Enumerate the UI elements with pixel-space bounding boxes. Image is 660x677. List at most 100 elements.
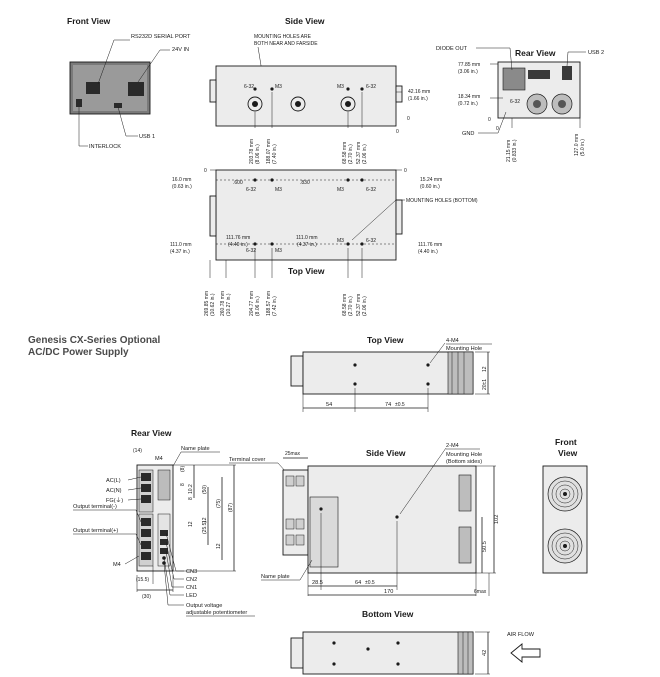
s2-rear-acl-label: AC(L) <box>106 478 121 484</box>
s1-top-dim-l3-in: (8.06 in.) <box>255 296 261 316</box>
s1-rear-usb2-port <box>562 66 572 80</box>
s1-usb2-label: USB 2 <box>588 50 604 56</box>
s2-side-terminal-3 <box>285 518 295 530</box>
s2-rear-cn1-label: CN1 <box>186 585 197 591</box>
s1-top-view: 0 0 16.0 mm (0.63 in.) 15.24 mm (0.60 in… <box>170 168 478 316</box>
s2-rear-m4-bottom: M4 <box>113 562 121 568</box>
s1-top-body <box>215 169 397 261</box>
s1-gnd-label: GND <box>462 131 474 137</box>
s1-interlock-label: INTERLOCK <box>89 144 121 150</box>
s2-rear-out-minus-1 <box>141 518 151 526</box>
s2-rear-vdim-3: (50) <box>202 485 208 494</box>
s1-top-m3-u1: M3 <box>275 187 282 193</box>
s2-rear-vdim-10: 12 <box>216 543 222 549</box>
s2-rear-vdim-6: (87) <box>228 503 234 512</box>
air-flow-arrow-icon <box>510 643 541 663</box>
s2-side-dim-64-tol: ±0.5 <box>365 580 375 586</box>
s1-mount-note-2: BOTH NEAR AND FARSIDE <box>254 41 318 47</box>
s2-front-fan-1-ring-3 <box>559 488 571 500</box>
s1-top-inner2-in: (4.37 in.) <box>297 242 317 248</box>
s1-side-port-3-core <box>345 101 351 107</box>
s1-side-port-2-core <box>295 101 301 107</box>
s2-rear-out-minus-leader <box>135 509 142 523</box>
s1-top-dim-r2-in: (2.06 in.) <box>362 296 368 316</box>
s1-side-zero-right: 0 <box>407 116 410 122</box>
s1-rear-dimb2-mm: 127.0 mm <box>574 134 580 156</box>
s1-side-rear-lip <box>395 85 403 103</box>
s2-rear-vdim-8: 12 <box>188 521 194 527</box>
s1-side-hole-1 <box>253 87 257 91</box>
s1-top-upper-hole-3 <box>346 178 350 182</box>
s1-top-m3-u2: M3 <box>337 187 344 193</box>
s1-rear-diode-leader <box>476 47 513 71</box>
s2-side-view: Side View Terminal cover 25max 2-M4 Moun… <box>229 443 500 596</box>
s1-rear-zero-left: 0 <box>488 117 491 123</box>
s2-top-mounting-label: Mounting Hole <box>446 346 482 352</box>
s1-rs232-label: RS232D SERIAL PORT <box>131 34 191 40</box>
s1-side-front-lip <box>209 79 217 103</box>
s1-side-screw-1: 6-32 <box>244 84 254 90</box>
s2-rear-title: Rear View <box>131 428 172 438</box>
s1-top-dim-l2-mm: 260.78 mm <box>220 291 226 316</box>
s2-side-dim-50-5: 50.5 <box>482 541 488 552</box>
s2-rear-cn3 <box>160 530 168 536</box>
s1-rear-gnd-leader <box>478 111 507 134</box>
s1-side-dim-r1-in: (2.70 in.) <box>348 144 354 164</box>
s1-power-connector <box>128 82 144 96</box>
s2-side-mounting-label: Mounting Hole <box>446 452 482 458</box>
s2-rear-led-leader <box>163 557 184 596</box>
s1-top-rt-mm: 15.24 mm <box>420 177 442 183</box>
s2-top-dim-20: 20±1 <box>482 379 488 390</box>
s2-side-dim-28-5: 28.5 <box>312 580 323 586</box>
s1-side-dim-l1-in: (8.06 in.) <box>255 144 261 164</box>
s1-24v-label: 24V IN <box>172 47 189 53</box>
s2-rear-dim-14: (14) <box>133 448 142 454</box>
s1-rear-screw: 6-32 <box>510 99 520 105</box>
s2-side-dim-6max: 6max <box>474 589 487 595</box>
s1-top-inner1-in: (4.40 in.) <box>228 242 248 248</box>
s1-side-title: Side View <box>285 16 325 26</box>
s2-rear-m4-top: M4 <box>155 456 163 462</box>
s2-rear-cn1-leader <box>165 550 184 588</box>
s2-front-title-1: Front <box>555 437 577 447</box>
s2-front-fan-2-ring-1 <box>551 532 579 560</box>
s1-rear-diode-block <box>502 67 526 91</box>
s1-side-dim-r2-mm: 52.37 mm <box>356 142 362 164</box>
s2-rear-out-plus-1 <box>141 541 151 549</box>
s1-top-dim-l1-mm: 269.85 mm <box>204 291 210 316</box>
s1-top-m3-l1: M3 <box>275 248 282 254</box>
s2-bottom-body <box>302 631 474 675</box>
s2-side-terminal-cover-label: Terminal cover <box>229 457 266 463</box>
s2-rear-vdim-1: 8 <box>180 483 186 486</box>
s2-front-fan-2-hub <box>563 544 567 548</box>
s2-front-fan-1-hub <box>563 492 567 496</box>
s1-top-dim-l1-in: (10.62 in.) <box>210 293 216 316</box>
s2-top-hole-2 <box>353 382 357 386</box>
s2-rear-view: Rear View (14) M4 Name plate AC(L) AC(N)… <box>73 428 255 617</box>
s1-rear-zero-bottom: 0 <box>496 126 499 132</box>
s1-top-upper-hole-1 <box>253 178 257 182</box>
s1-top-zero-left: 0 <box>204 168 207 174</box>
s1-top-dim-r1-in: (2.70 in.) <box>348 296 354 316</box>
s2-rear-vdim-5: (75) <box>216 499 222 508</box>
s2-rear-out-minus-label: Output terminal(-) <box>73 504 117 510</box>
s2-front-fan-2-ring-3 <box>559 540 571 552</box>
s1-side-dim-l2-mm: 188.07 mm <box>266 139 272 164</box>
s1-top-lt-mm: 16.0 mm <box>172 177 191 183</box>
s1-top-dim-l2-in: (10.27 in.) <box>226 293 232 316</box>
s2-side-dim-25max: 25max <box>285 451 301 457</box>
s1-side-hole-3 <box>346 87 350 91</box>
s1-top-right-mm: 111.76 mm <box>418 242 442 248</box>
s1-rear-dimb1-in: (0.833 in.) <box>512 139 518 162</box>
s2-air-flow-label: AIR FLOW <box>507 632 535 638</box>
s1-top-zero-right: 0 <box>404 168 407 174</box>
s2-rear-name-plate <box>157 469 171 501</box>
s1-top-dim-r2-mm: 52.37 mm <box>356 294 362 316</box>
s2-rear-fg-terminal <box>141 495 151 503</box>
s1-side-body <box>215 65 397 127</box>
s2-rear-led-label: LED <box>186 593 197 599</box>
s1-top-dim-l4-in: (7.42 in.) <box>272 296 278 316</box>
s2-rear-ac-l-terminal <box>141 473 151 481</box>
s1-leader-interlock <box>78 107 88 147</box>
s1-rear-usb2-leader <box>566 51 586 67</box>
